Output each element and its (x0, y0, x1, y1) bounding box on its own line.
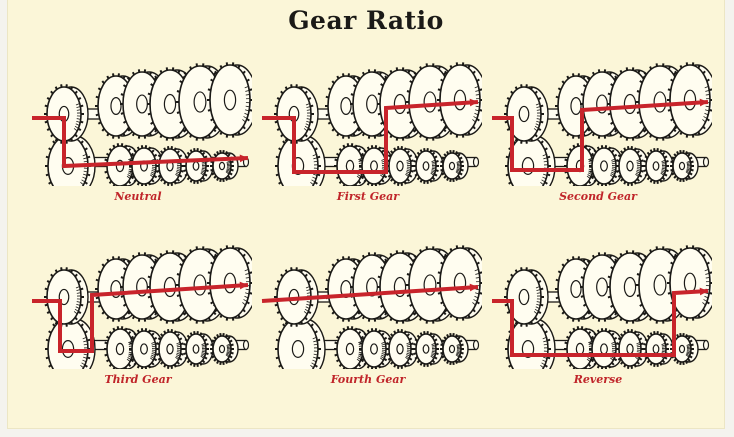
lower-gear (616, 146, 649, 186)
upper-gear (667, 245, 712, 321)
power-flow-arrowhead (699, 287, 708, 296)
power-flow-path (492, 100, 709, 172)
gearbox-third-gear-illustration (32, 245, 252, 369)
gearbox-first-gear-illustration (262, 62, 482, 186)
lower-gear (505, 133, 556, 186)
upper-gear (504, 267, 549, 327)
caption-first-gear: First Gear (336, 190, 400, 203)
lower-gear (386, 146, 419, 186)
upper-gear (437, 62, 482, 138)
lower-gear (183, 331, 214, 367)
power-flow-arrowhead (699, 98, 708, 107)
caption-neutral: Neutral (114, 190, 162, 203)
lower-gear (210, 333, 239, 365)
lower-gear (156, 329, 189, 369)
gearbox-neutral-illustration (32, 62, 252, 186)
power-flow-path (492, 289, 709, 357)
power-flow-arrowhead (469, 98, 478, 107)
gearbox-fourth-gear-illustration (261, 245, 482, 369)
panel-reverse: Reverse (484, 237, 712, 399)
power-flow-arrowhead (239, 281, 248, 290)
lower-gear (413, 148, 444, 184)
upper-gear (44, 267, 89, 327)
lower-gear (440, 333, 469, 365)
caption-fourth-gear: Fourth Gear (330, 373, 406, 386)
caption-reverse: Reverse (573, 373, 623, 386)
power-flow-path (32, 283, 249, 353)
panel-fourth-gear: Fourth Gear (254, 237, 482, 399)
lower-gear (670, 333, 699, 365)
lower-gear (589, 145, 624, 186)
lower-gear (386, 329, 419, 369)
poster-title: Gear Ratio (288, 6, 444, 35)
lower-gear (643, 331, 674, 367)
power-flow-path (262, 100, 479, 174)
panel-second-gear: Second Gear (484, 54, 712, 216)
lower-gear (210, 150, 239, 182)
upper-gear (207, 62, 252, 138)
caption-second-gear: Second Gear (559, 190, 637, 203)
lower-gear (616, 329, 649, 369)
lower-gear (183, 148, 214, 184)
lower-gear (275, 316, 326, 369)
panel-first-gear: First Gear (254, 54, 482, 216)
power-flow-arrowhead (469, 283, 478, 292)
power-flow-path (261, 285, 479, 303)
lower-gear (670, 150, 699, 182)
caption-third-gear: Third Gear (104, 373, 172, 386)
power-flow-path (32, 116, 249, 169)
panel-third-gear: Third Gear (24, 237, 252, 399)
lower-gear (440, 150, 469, 182)
power-flow-arrowhead (239, 154, 248, 163)
gearbox-second-gear-illustration (492, 62, 712, 186)
gear-ratio-poster: Gear Ratio Neutral First Gear Second Gea… (8, 0, 724, 428)
lower-gear (129, 328, 164, 369)
gearbox-reverse-illustration (492, 245, 712, 369)
upper-gear (437, 245, 482, 321)
lower-gear (643, 148, 674, 184)
panel-neutral: Neutral (24, 54, 252, 216)
lower-gear (413, 331, 444, 367)
